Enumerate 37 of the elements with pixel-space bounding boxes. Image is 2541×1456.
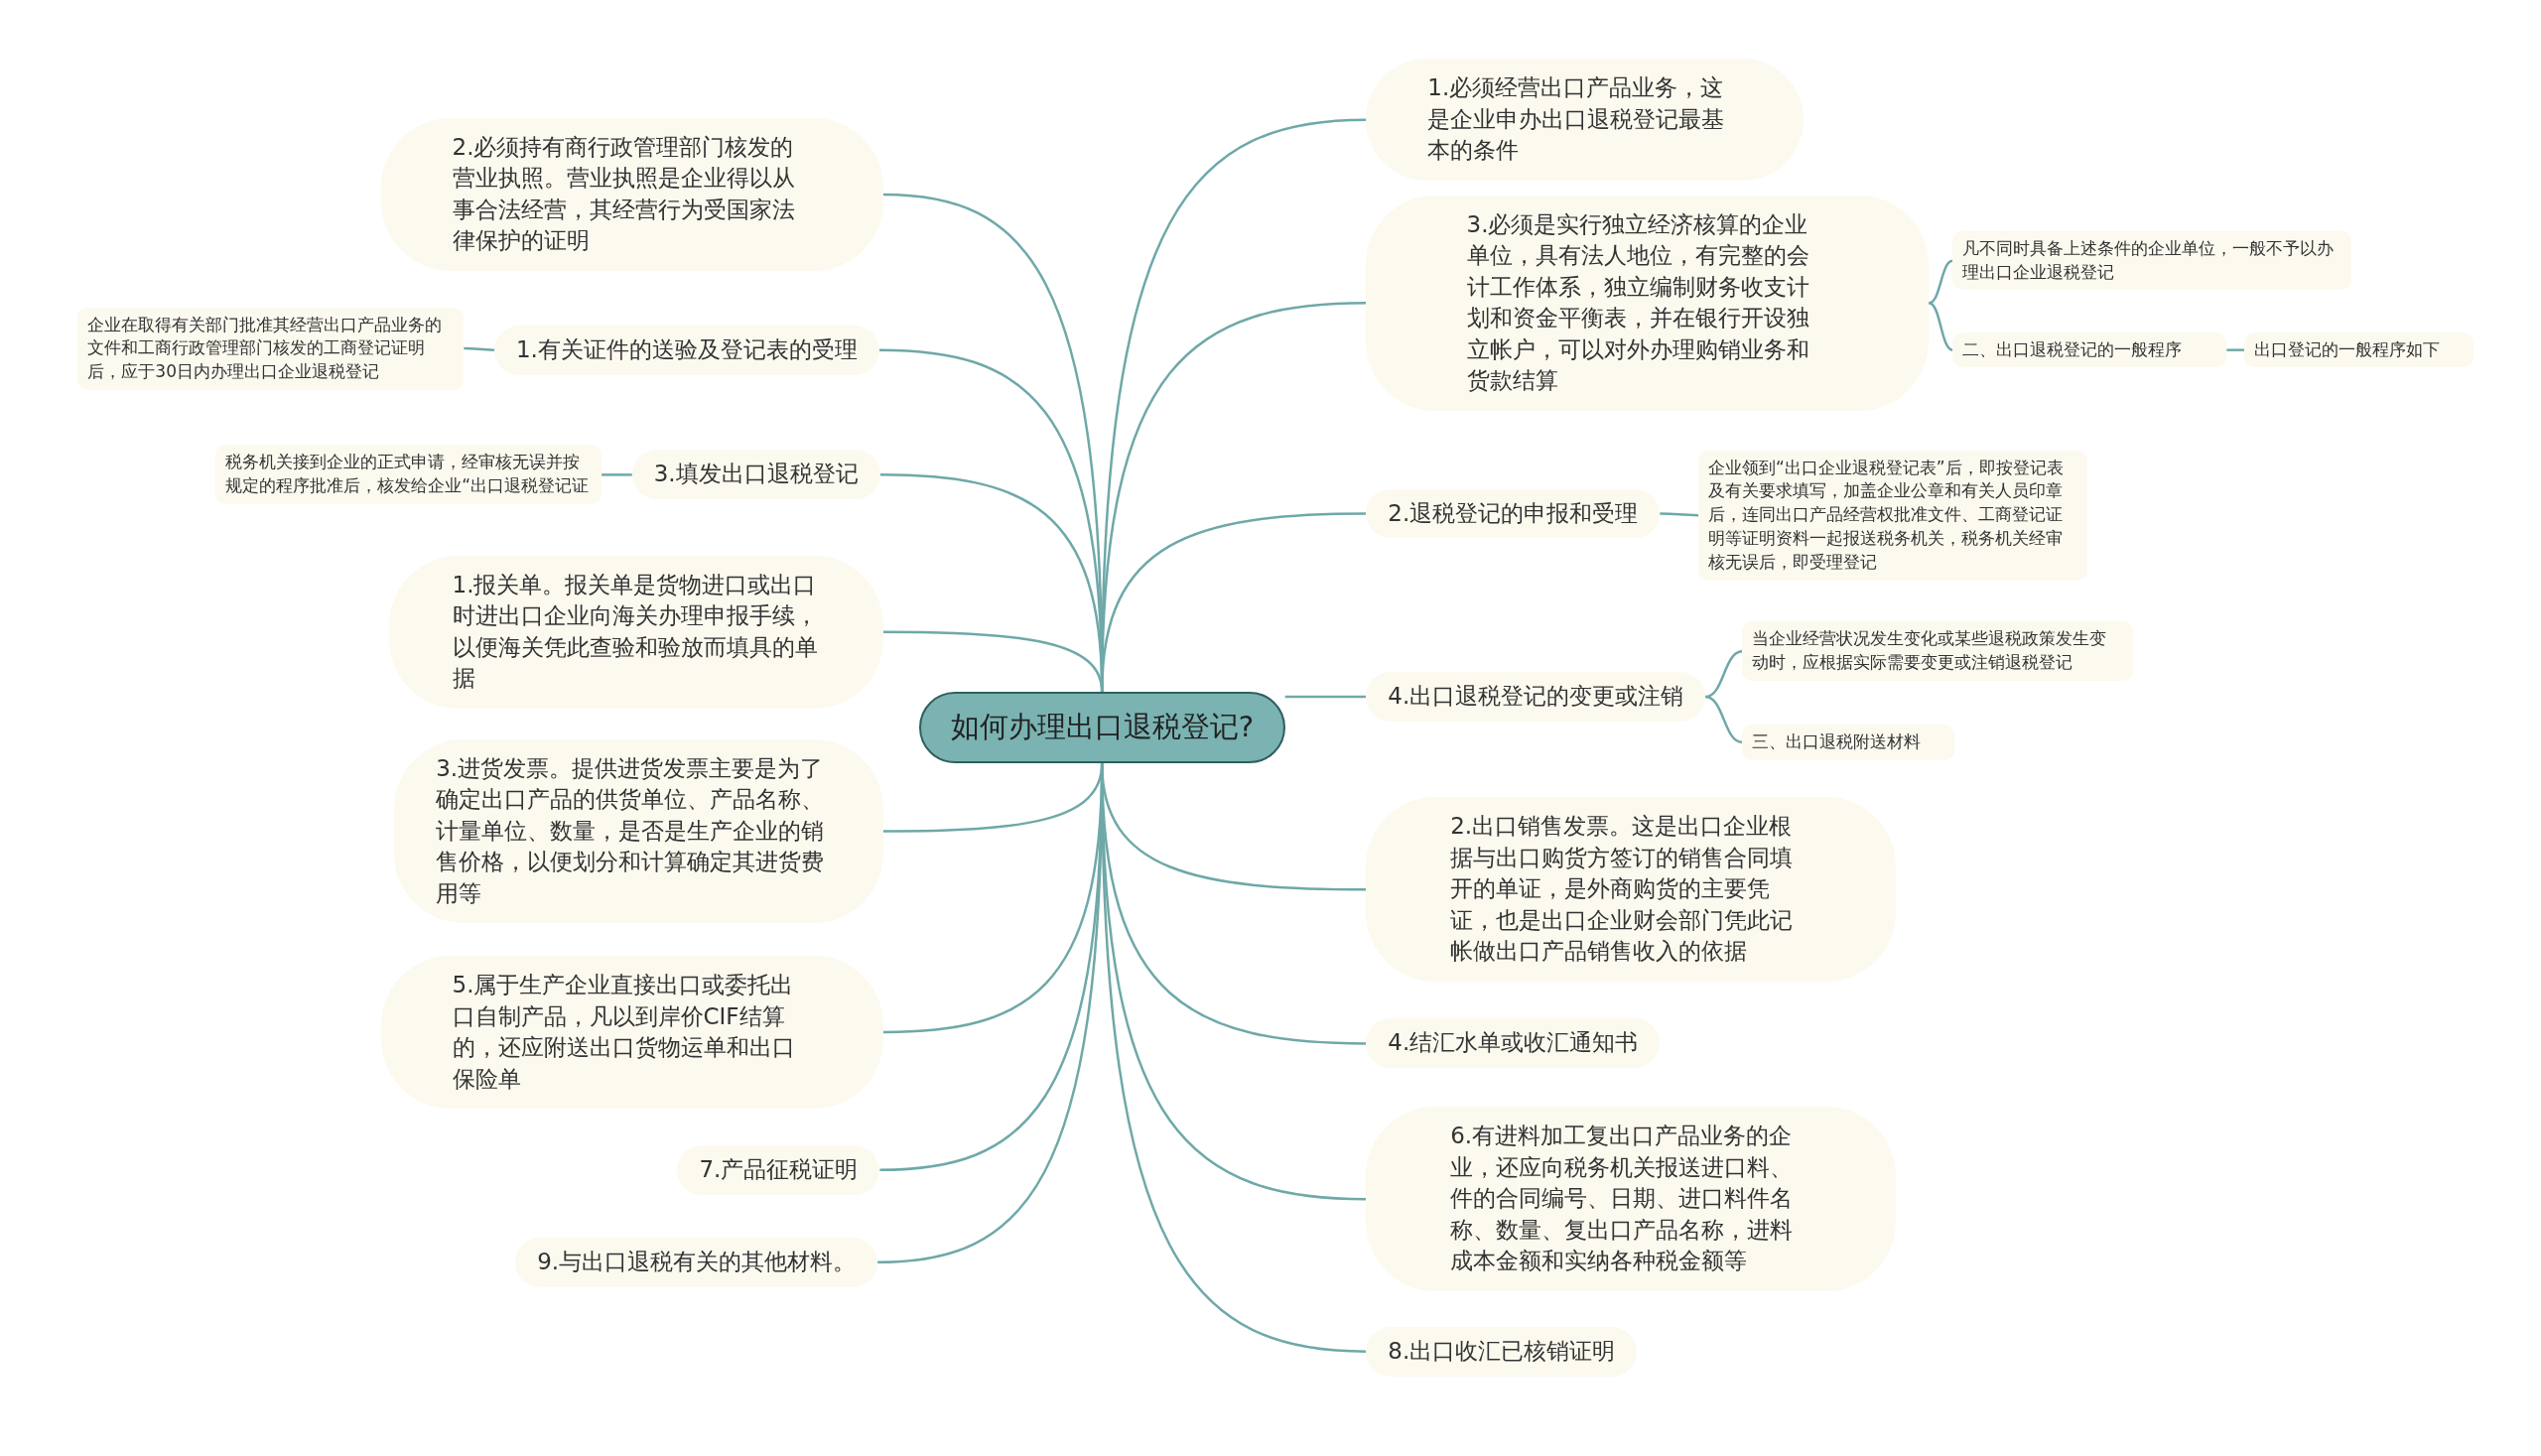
topic-box: 7.产品征税证明 [677,1144,880,1195]
connector-line [877,763,1104,1264]
topic-box: 4.结汇水单或收汇通知书 [1366,1018,1661,1069]
connector-line [1928,259,1953,305]
note-box: 企业在取得有关部门批准其经营出口产品业务的文件和工商行政管理部门核发的工商登记证明后，应于30日内办理出口企业退税登记 [77,307,465,390]
topic-box: 6.有进料加工复出口产品业务的企业，还应向税务机关报送进口料、件的合同编号、日期、进口料件名称、数量、复出口产品名称，进料成本金额和实纳各种税金额等 [1366,1107,1897,1291]
topic-box: 4.出口退税登记的变更或注销 [1366,672,1706,722]
note-box: 企业领到“出口企业退税登记表”后，即按登记表及有关要求填写，加盖企业公章和有关人员印章后，连同出口产品经营权批准文件、工商登记证明等证明资料一起报送税务机关，税务机关经审核无误后，即受理登记 [1698,450,2088,581]
connector-line [1100,762,1367,891]
connector-line [602,473,632,476]
topic-box: 2.退税登记的申报和受理 [1366,488,1661,539]
topic-box: 1.必须经营出口产品业务，这是企业申办出口退税登记最基本的条件 [1366,59,1805,181]
connector-line [464,346,494,351]
topic-box: 3.填发出口退税登记 [631,450,880,500]
connector-line [1660,512,1699,517]
topic-box: 2.出口销售发票。这是出口企业根据与出口购货方签订的销售合同填开的单证，是外商购货的主要凭证，也是出口企业财会部门凭此记帐做出口产品销售收入的依据 [1366,797,1897,982]
note-box: 税务机关接到企业的正式申请，经审核无误并按规定的程序批准后，核发给企业“出口退税登记证 [215,445,602,504]
connector-line [1284,695,1367,699]
connector-line [1928,302,1953,351]
topic-box: 3.必须是实行独立经济核算的企业单位，具有法人地位，有完整的会计工作体系，独立编制财务收支计划和资金平衡表，并在银行开设独立帐户，可以对外办理购销业务和货款结算 [1366,195,1929,411]
note-box: 凡不同时具备上述条件的企业单位，一般不予以办理出口企业退税登记 [1952,230,2352,291]
topic-box: 3.进货发票。提供进货发票主要是为了确定出口产品的供货单位、产品名称、计量单位、数量，是否是生产企业的销售价格，以便划分和计算确定其进货费用等 [393,738,883,924]
note-box: 出口登记的一般程序如下 [2244,331,2474,368]
connector-line [1705,650,1743,699]
topic-box: 2.必须持有商行政管理部门核发的营业执照。营业执照是企业得以从事合法经营，其经营行为受国家法律保护的证明 [380,117,883,271]
topic-box: 5.属于生产企业直接出口或委托出口自制产品，凡以到岸价CIF结算的，还应附送出口货物运单和出口保险单 [380,956,883,1109]
note-box: 三、出口退税附送材料 [1742,724,1955,760]
note-box: 二、出口退税登记的一般程序 [1952,331,2227,368]
central-topic: 如何办理出口退税登记? [918,692,1286,764]
topic-box: 1.报关单。报关单是货物进口或出口时进出口企业向海关办理申报手续，以便海关凭此查验和验放而填具的单据 [388,555,883,709]
note-box: 当企业经营状况发生变化或某些退税政策发生变动时，应根据实际需要变更或注销退税登记 [1742,621,2133,681]
connector-line [1705,695,1743,743]
topic-box: 1.有关证件的送验及登记表的受理 [493,325,879,375]
topic-box: 9.与出口退税有关的其他材料。 [515,1237,878,1287]
topic-box: 8.出口收汇已核销证明 [1366,1326,1638,1377]
connector-line [2226,348,2245,351]
connector-line [882,630,1104,693]
